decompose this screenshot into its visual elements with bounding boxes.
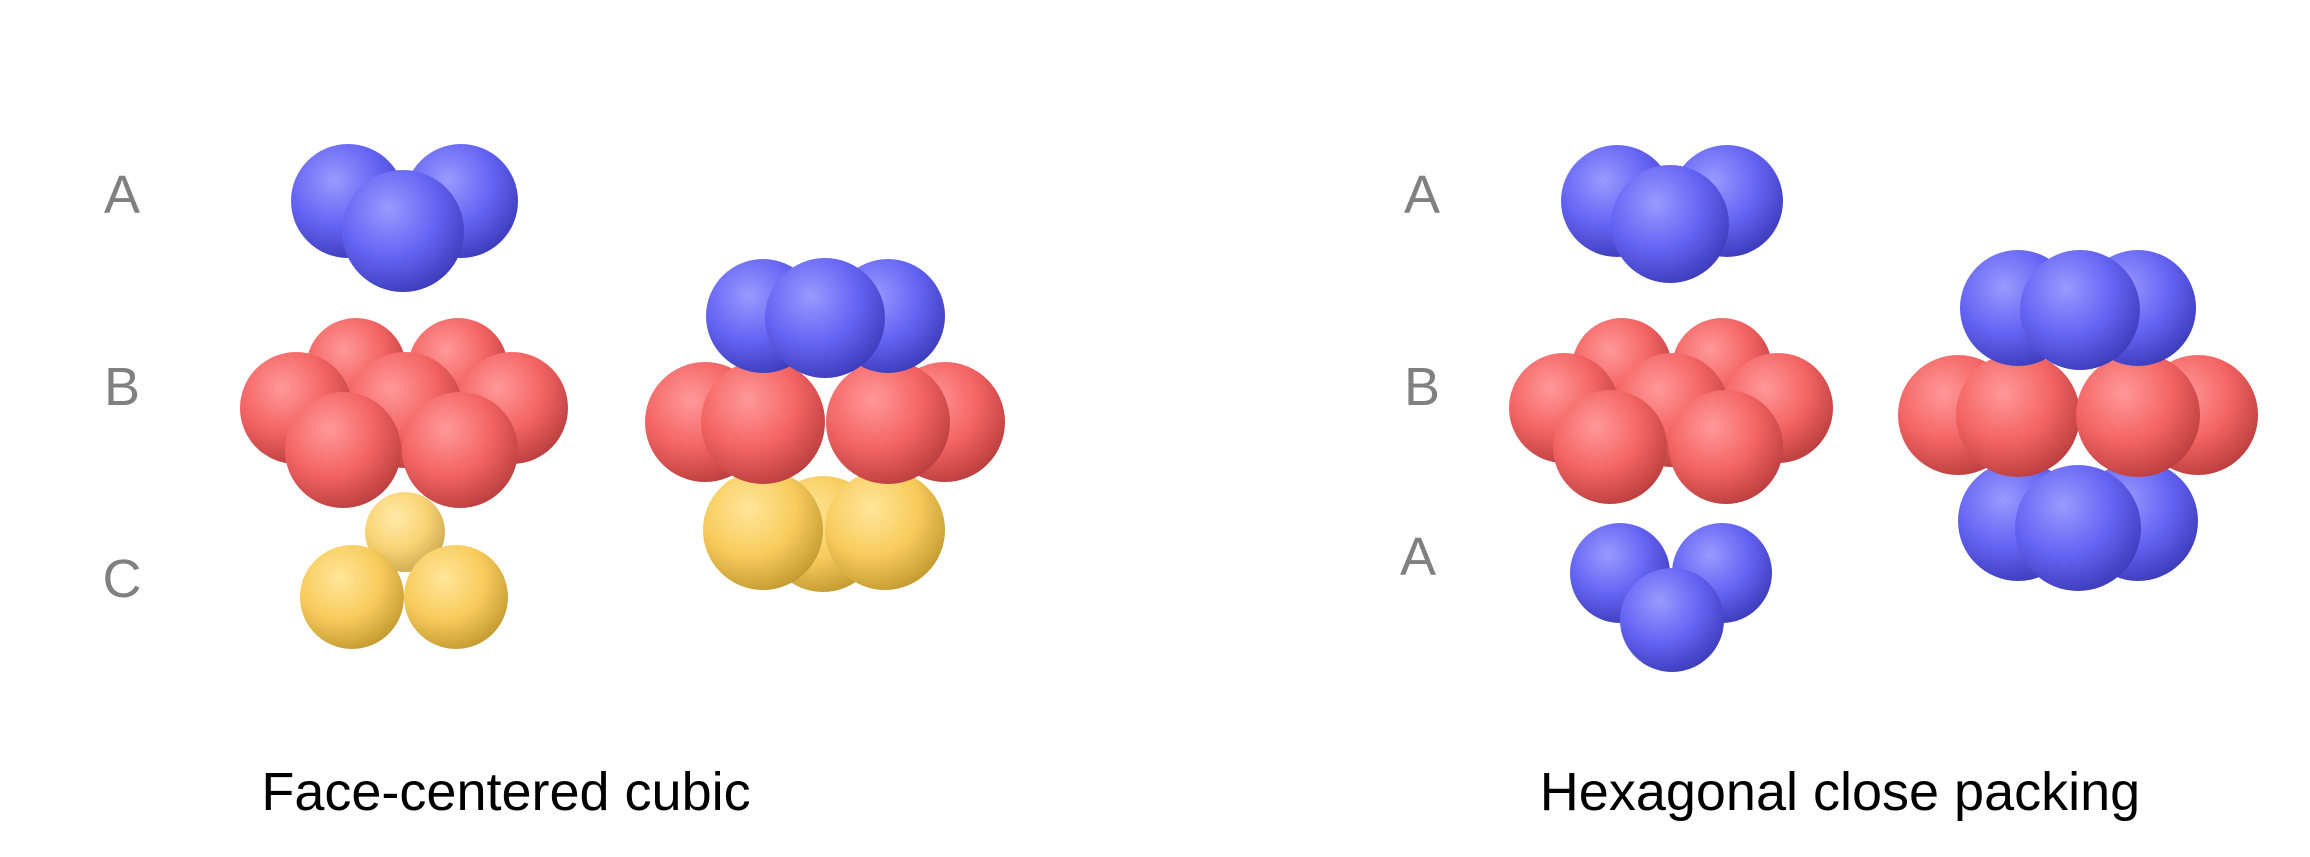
panel-hcp: A B A Hexagonal close packing — [1400, 145, 2258, 822]
hcp-layer1-sphere — [1611, 165, 1729, 283]
fcc-layer-label-2: B — [104, 357, 140, 417]
fcc-stacked-sphere — [701, 360, 825, 484]
hcp-layer2-sphere — [1553, 390, 1667, 504]
hcp-stacked-sphere — [1956, 353, 2080, 477]
fcc-layer-label-1: A — [104, 165, 140, 225]
fcc-layer3-sphere — [300, 545, 404, 649]
fcc-stacked-sphere — [825, 470, 945, 590]
hcp-stacked-sphere — [2076, 353, 2200, 477]
fcc-layer3-sphere — [404, 545, 508, 649]
hcp-layer3-sphere — [1620, 568, 1724, 672]
fcc-layer2-sphere — [285, 392, 401, 508]
hcp-stacked-sphere — [2015, 465, 2141, 591]
hcp-stacked-sphere — [2020, 250, 2140, 370]
fcc-layer1-sphere — [342, 170, 464, 292]
fcc-exploded-layers — [240, 144, 568, 649]
hcp-layer-label-3: A — [1400, 527, 1436, 587]
hcp-exploded-layers — [1509, 145, 1833, 672]
fcc-stacked-sphere — [703, 470, 823, 590]
fcc-layer3-sphere — [365, 492, 445, 572]
fcc-caption: Face-centered cubic — [261, 762, 750, 822]
fcc-stacked-sphere — [765, 258, 885, 378]
hcp-layer-label-2: B — [1404, 357, 1440, 417]
fcc-layer2-sphere — [402, 392, 518, 508]
fcc-stacked-sphere — [826, 360, 950, 484]
fcc-stacked-cluster — [645, 258, 1005, 592]
hcp-caption: Hexagonal close packing — [1540, 762, 2140, 822]
hcp-layer2-sphere — [1669, 390, 1783, 504]
fcc-layer-label-3: C — [103, 549, 142, 609]
hcp-layer-label-1: A — [1404, 165, 1440, 225]
hcp-stacked-cluster — [1898, 250, 2258, 591]
panel-fcc: A B C Face-centered cubic — [103, 144, 1005, 822]
